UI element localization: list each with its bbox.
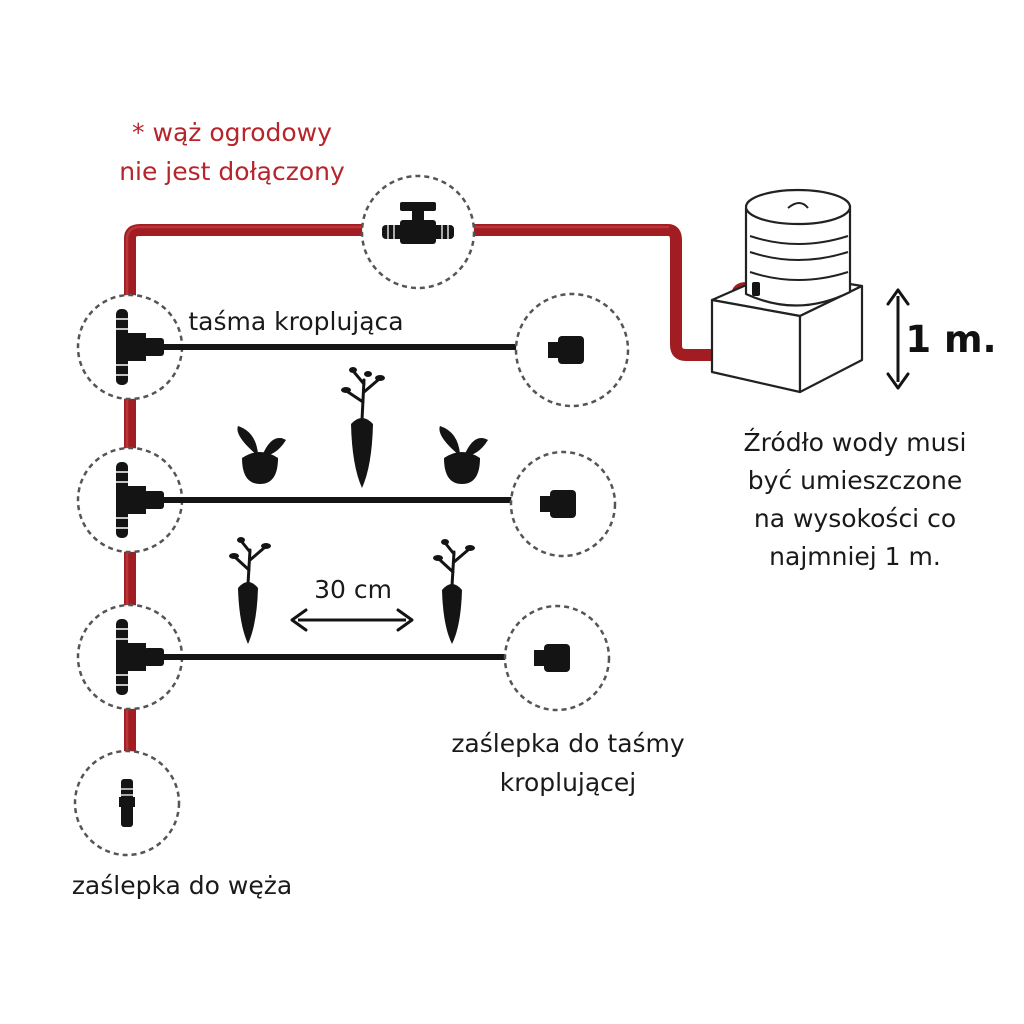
hose-highlight [125,225,670,782]
tape-cap-label-line2: kroplującej [500,768,637,797]
drip-tape-connector-icon [116,619,164,695]
source-note-line3: na wysokości co [754,504,956,533]
height-arrow-icon [886,288,910,390]
hose-note-line1: * wąż ogrodowy [132,118,332,147]
drip-tape-label: taśma kroplująca [188,307,403,336]
seedling-icon [433,539,475,644]
seedling-icon [229,537,271,644]
drip-tapes [147,344,533,660]
tape-end-cap-icon [548,336,584,364]
hose-cap-label: zaślepka do węża [72,871,292,900]
valve-icon [382,202,454,244]
seedling-icon [341,367,385,488]
sprout-icon [439,426,488,484]
height-label: 1 m. [905,318,996,361]
source-note-line1: Źródło wody musi [744,428,967,457]
tape-cap-label-line1: zaślepka do taśmy [451,729,685,758]
water-tank-icon [710,188,864,394]
source-note-line4: najmniej 1 m. [769,542,941,571]
double-arrow-icon [290,608,414,632]
drip-tape-connector-icon [116,309,164,385]
tape-end-cap-icon [534,644,570,672]
hose-note-line2: nie jest dołączony [119,157,345,186]
hose-end-cap-icon [119,779,135,827]
tape-end-cap-icon [540,490,576,518]
spacing-label: 30 cm [314,575,392,604]
drip-tape-connector-icon [116,462,164,538]
source-note-line2: być umieszczone [748,466,962,495]
sprout-icon [237,426,286,484]
